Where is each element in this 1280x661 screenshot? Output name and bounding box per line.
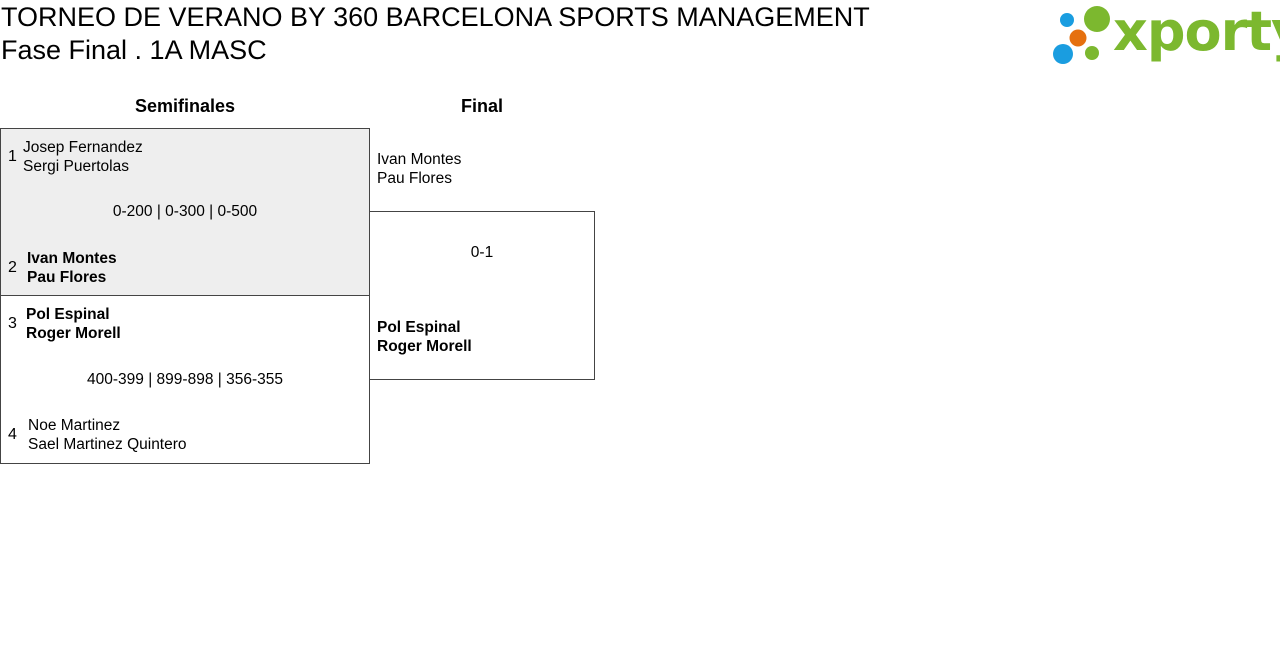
- xporty-logo: xporty: [1050, 0, 1280, 68]
- player-name: Pol Espinal: [377, 319, 461, 336]
- player-name: Pau Flores: [377, 170, 452, 187]
- player-name: Roger Morell: [377, 338, 472, 355]
- round-label-final: Final: [460, 96, 503, 116]
- phase-subtitle: Fase Final . 1A MASC: [1, 35, 267, 65]
- final-team-top: Ivan Montes Pau Flores: [377, 150, 461, 188]
- player-name: Noe Martinez: [28, 417, 121, 434]
- seed-number: 4: [8, 426, 17, 443]
- final-match[interactable]: 0-1 Pol Espinal Roger Morell: [369, 211, 595, 380]
- player-name: Sael Martinez Quintero: [28, 436, 187, 453]
- team-1: Josep Fernandez Sergi Puertolas: [23, 138, 143, 176]
- seed-number: 3: [8, 315, 17, 332]
- seed-number: 2: [8, 259, 17, 276]
- round-label-semifinales: Semifinales: [134, 96, 236, 116]
- player-name: Pau Flores: [27, 269, 107, 286]
- match-score: 0-200 | 0-300 | 0-500: [112, 203, 258, 220]
- logo-dots-icon: [1053, 6, 1110, 64]
- match-score: 400-399 | 899-898 | 356-355: [87, 371, 283, 388]
- semifinal-match-1[interactable]: 1 Josep Fernandez Sergi Puertolas 0-200 …: [0, 128, 370, 296]
- player-name: Ivan Montes: [27, 250, 117, 267]
- team-4: Noe Martinez Sael Martinez Quintero: [28, 416, 187, 454]
- player-name: Josep Fernandez: [23, 139, 143, 156]
- player-name: Sergi Puertolas: [23, 158, 129, 175]
- team-3-winner: Pol Espinal Roger Morell: [26, 305, 121, 343]
- tournament-title: TORNEO DE VERANO BY 360 BARCELONA SPORTS…: [1, 2, 870, 32]
- match-score: 0-1: [470, 244, 494, 261]
- team-2-winner: Ivan Montes Pau Flores: [27, 249, 117, 287]
- final-team-bottom-winner: Pol Espinal Roger Morell: [377, 318, 472, 356]
- player-name: Roger Morell: [26, 325, 121, 342]
- player-name: Pol Espinal: [26, 306, 110, 323]
- seed-number: 1: [8, 148, 17, 165]
- player-name: Ivan Montes: [377, 151, 462, 168]
- semifinal-match-2[interactable]: 3 Pol Espinal Roger Morell 400-399 | 899…: [0, 295, 370, 464]
- logo-text: xporty: [1113, 0, 1280, 63]
